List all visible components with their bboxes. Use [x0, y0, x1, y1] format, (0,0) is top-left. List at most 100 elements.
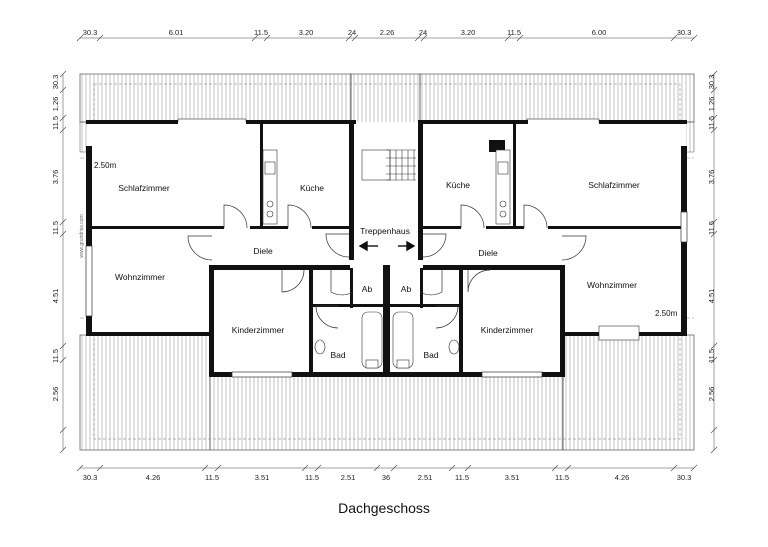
- dim-left-label: 11.5: [51, 116, 60, 130]
- dimension-tick: [710, 356, 718, 364]
- stairs: [361, 149, 416, 181]
- dimension-tick: [448, 464, 456, 472]
- dim-top-label: 6.01: [169, 28, 184, 37]
- dimension-tick: [314, 464, 322, 472]
- dim-right-label: 30.3: [707, 75, 716, 90]
- dim-bottom-label: 30.3: [83, 473, 98, 482]
- dimension-tick: [76, 34, 84, 42]
- dims-bottom: 30.3 4.26 11.5 3.51 11.5 2.51 36 2.51 11…: [83, 473, 692, 482]
- dimension-tick: [345, 34, 353, 42]
- room-wohnzimmer-right: Wohnzimmer: [587, 280, 637, 290]
- dim-top-label: 3.20: [299, 28, 314, 37]
- dimension-tick: [214, 464, 222, 472]
- dim-left-label: 2.56: [51, 387, 60, 402]
- dim-bottom-label: 4.26: [615, 473, 630, 482]
- room-diele-left: Diele: [253, 246, 273, 256]
- balcony-bench: [598, 325, 640, 341]
- dimension-tick: [263, 34, 271, 42]
- dimension-tick: [710, 342, 718, 350]
- dim-bottom-label: 30.3: [677, 473, 692, 482]
- height-marks: 2.50m 2.50m: [94, 161, 678, 318]
- kitchen-fixtures: [262, 149, 511, 225]
- room-wohnzimmer-left: Wohnzimmer: [115, 272, 165, 282]
- dimension-tick: [710, 218, 718, 226]
- dimension-tick: [59, 426, 67, 434]
- credit-text: www.grundriss.com: [79, 214, 85, 257]
- dimension-tick: [59, 70, 67, 78]
- dim-top-label: 24: [348, 28, 356, 37]
- roof-bottom-center: [209, 373, 564, 451]
- room-kueche-left: Küche: [300, 183, 324, 193]
- stair-arrows: [358, 240, 416, 252]
- dim-top-label: 3.20: [461, 28, 476, 37]
- dim-left-label: 30.3: [51, 75, 60, 90]
- dim-top-label: 11.5: [254, 28, 268, 37]
- dimension-tick: [690, 34, 698, 42]
- roof-top-right: [419, 73, 695, 123]
- dim-bottom-label: 11.5: [205, 473, 219, 482]
- dim-top-label: 6.00: [592, 28, 607, 37]
- dimension-tick: [710, 426, 718, 434]
- dims-left: 30.3 1.26 11.5 3.76 11.5 4.51 11.5 2.56: [51, 75, 60, 402]
- dim-right-label: 3.76: [707, 170, 716, 185]
- dimension-tick: [76, 464, 84, 472]
- dimension-tick: [670, 464, 678, 472]
- dimension-tick: [59, 230, 67, 238]
- windows: [85, 211, 688, 378]
- room-treppenhaus: Treppenhaus: [360, 226, 410, 236]
- dimension-tick: [504, 34, 512, 42]
- dim-bottom-label: 3.51: [505, 473, 520, 482]
- dim-right-label: 11.5: [707, 116, 716, 130]
- dimension-tick: [710, 126, 718, 134]
- door-swings: [187, 204, 587, 329]
- dimension-tick: [690, 464, 698, 472]
- dimension-tick: [59, 356, 67, 364]
- dim-bottom-label: 4.26: [146, 473, 161, 482]
- dimension-tick: [373, 464, 381, 472]
- room-ab-left: Ab: [362, 284, 373, 294]
- height-mark-bottom: 2.50m: [655, 309, 678, 318]
- room-labels: Schlafzimmer Küche Küche Schlafzimmer Tr…: [115, 180, 640, 360]
- dim-top-label: 11.5: [507, 28, 521, 37]
- dim-left-label: 3.76: [51, 170, 60, 185]
- floor-plan-title: Dachgeschoss: [338, 500, 430, 516]
- dimension-tick: [710, 86, 718, 94]
- dimension-tick: [59, 342, 67, 350]
- dim-bottom-label: 11.5: [555, 473, 569, 482]
- dims-top: 30.3 6.01 11.5 3.20 24 2.26 24 3.20 11.5…: [83, 28, 692, 37]
- dim-right-label: 4.51: [707, 289, 716, 304]
- dim-top-label: 24: [419, 28, 427, 37]
- roof-surfaces: [79, 73, 695, 451]
- dim-top-label: 30.3: [677, 28, 692, 37]
- room-kinderzimmer-right: Kinderzimmer: [481, 325, 534, 335]
- room-bad-left: Bad: [330, 350, 345, 360]
- dimension-tick: [551, 464, 559, 472]
- dimension-tick: [670, 34, 678, 42]
- dim-left-label: 11.5: [51, 221, 60, 235]
- dimension-tick: [390, 464, 398, 472]
- dim-left-label: 4.51: [51, 289, 60, 304]
- height-mark-top: 2.50m: [94, 161, 117, 170]
- dimension-tick: [710, 114, 718, 122]
- dimension-tick: [59, 446, 67, 454]
- dimension-tick: [710, 70, 718, 78]
- room-bad-right: Bad: [423, 350, 438, 360]
- dimension-tick: [301, 464, 309, 472]
- dim-right-label: 1.26: [707, 97, 716, 112]
- dim-left-label: 1.26: [51, 97, 60, 112]
- roof-bottom-right: [562, 334, 695, 451]
- dimension-tick: [516, 34, 524, 42]
- dim-bottom-label: 2.51: [418, 473, 433, 482]
- room-diele-right: Diele: [478, 248, 498, 258]
- dims-right: 30.3 1.26 11.5 3.76 11.5 4.51 11.5 2.56: [707, 75, 716, 402]
- dim-bottom-label: 3.51: [255, 473, 270, 482]
- bath-fixtures: [314, 311, 460, 369]
- dim-bottom-label: 11.5: [455, 473, 469, 482]
- dimension-tick: [59, 126, 67, 134]
- dim-right-label: 11.5: [707, 221, 716, 235]
- dimension-tick: [420, 34, 428, 42]
- dimension-tick: [96, 464, 104, 472]
- roof-bottom-left: [79, 334, 211, 451]
- dimension-tick: [414, 34, 422, 42]
